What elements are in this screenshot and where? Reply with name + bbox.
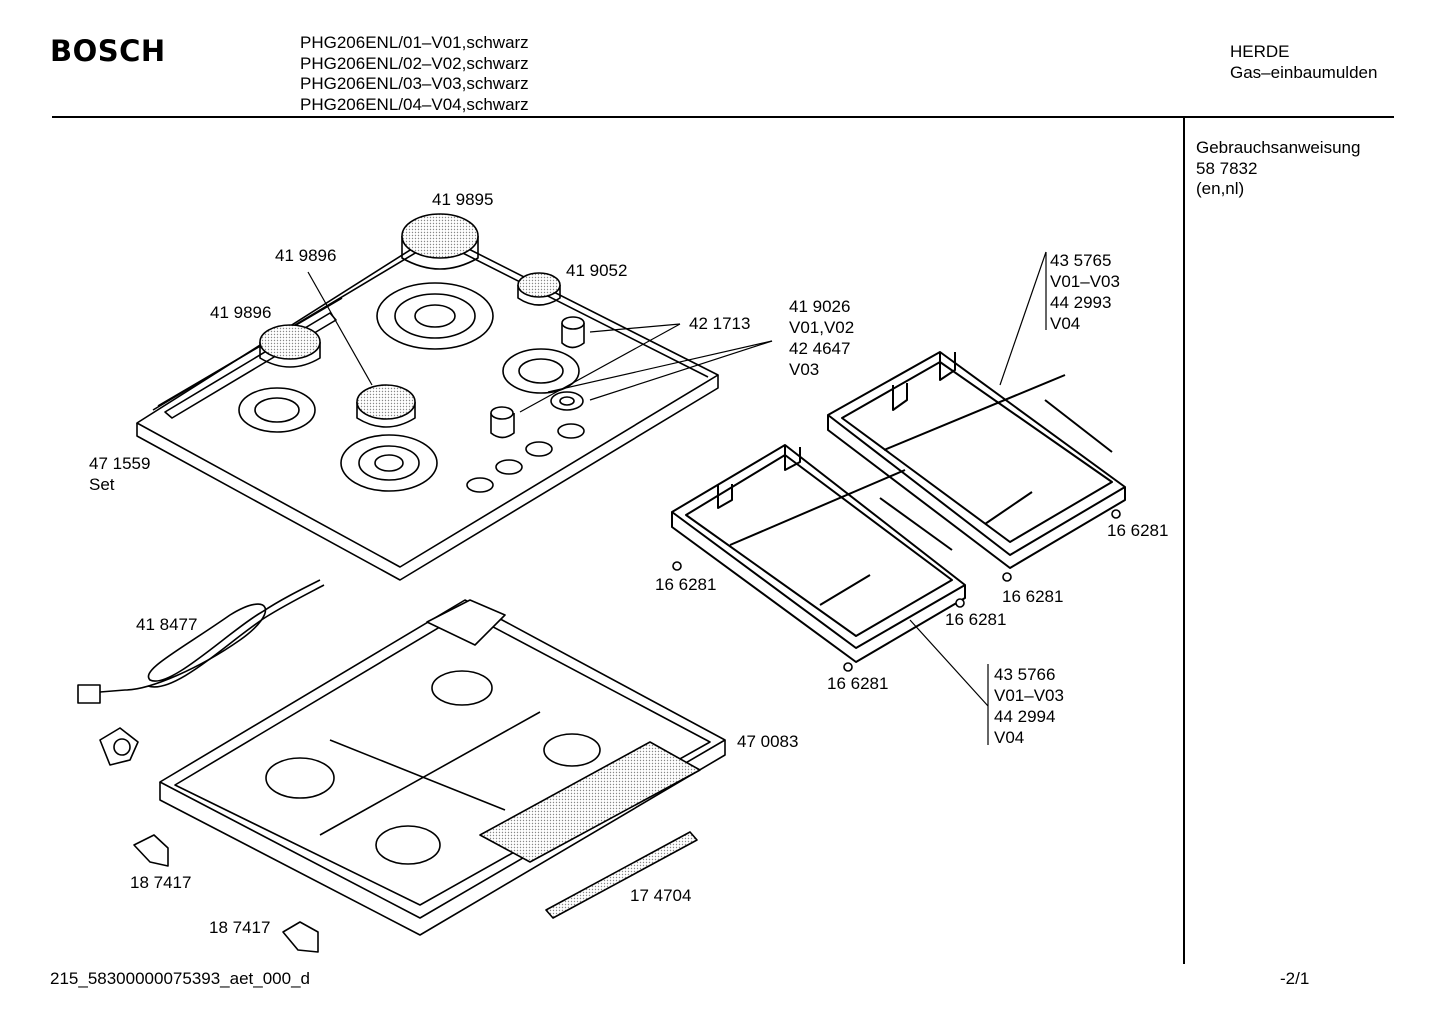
part-label: 41 9026 V01,V02 42 4647 V03: [789, 296, 854, 380]
base-tray: [159, 599, 726, 936]
part-number: 44 2994: [994, 707, 1056, 726]
pan-support-back: [827, 351, 1126, 569]
part-label: 16 6281: [827, 674, 889, 693]
burner-caps: [259, 213, 561, 428]
part-label: 41 8477: [136, 615, 198, 634]
manual-languages: (en,nl): [1196, 179, 1245, 198]
part-label: 16 6281: [1107, 521, 1169, 540]
part-label: 41 9052: [566, 261, 628, 280]
part-number: 47 1559: [89, 454, 151, 473]
category: HERDE: [1230, 42, 1290, 61]
part-label: 18 7417: [209, 918, 271, 937]
sidebar-divider: [1183, 116, 1185, 964]
model-line: PHG206ENL/01–V01,schwarz: [300, 33, 529, 52]
control-knobs: [490, 316, 585, 439]
page-number: -2/1: [1280, 969, 1310, 988]
header-divider: [52, 116, 1394, 118]
burner-rings: [238, 282, 585, 493]
model-line: PHG206ENL/02–V02,schwarz: [300, 53, 529, 73]
part-label: 16 6281: [945, 610, 1007, 629]
manual-title: Gebrauchsanweisung: [1196, 138, 1361, 157]
model-line: PHG206ENL/04–V04,schwarz: [300, 94, 529, 114]
part-number: 43 5766: [994, 665, 1056, 684]
category-block: HERDE Gas–einbaumulden: [1230, 42, 1377, 83]
part-number: 44 2993: [1050, 293, 1112, 312]
igniter: [99, 727, 139, 766]
pan-support-front: [671, 444, 966, 663]
variant: V04: [1050, 314, 1081, 333]
brand-logo: BOSCH: [50, 34, 166, 68]
variant: V01–V03: [1050, 272, 1120, 291]
variant: V03: [789, 360, 820, 379]
part-label: 41 9896: [210, 303, 272, 322]
part-label: 41 9896: [275, 246, 337, 265]
leader-lines-top: [307, 251, 1047, 745]
part-label: 42 1713: [689, 314, 751, 333]
part-label: 43 5766 V01–V03 44 2994 V04: [994, 664, 1064, 748]
part-label: 41 9895: [432, 190, 494, 209]
set-label: Set: [89, 475, 115, 494]
variant: V01,V02: [789, 318, 855, 337]
subcategory: Gas–einbaumulden: [1230, 62, 1378, 82]
part-label: 47 0083: [737, 732, 799, 751]
rubber-feet: [672, 509, 1121, 672]
part-label: 47 1559 Set: [89, 453, 150, 495]
part-number: 41 9026: [789, 297, 851, 316]
variant: V04: [994, 728, 1025, 747]
model-line: PHG206ENL/03–V03,schwarz: [300, 74, 529, 93]
clips: [133, 834, 319, 953]
part-label: 16 6281: [655, 575, 717, 594]
part-label: 17 4704: [630, 886, 692, 905]
manual-number: 58 7832: [1196, 158, 1258, 178]
seal-strip: [545, 831, 698, 919]
part-label: 18 7417: [130, 873, 192, 892]
manual-info: Gebrauchsanweisung 58 7832 (en,nl): [1196, 138, 1360, 200]
model-list: PHG206ENL/01–V01,schwarz PHG206ENL/02–V0…: [300, 33, 529, 115]
part-label: 16 6281: [1002, 587, 1064, 606]
part-number: 42 4647: [789, 339, 851, 358]
cooktop-plate: [136, 232, 719, 581]
part-label: 43 5765 V01–V03 44 2993 V04: [1050, 250, 1120, 334]
part-number: 43 5765: [1050, 251, 1112, 270]
document-code: 215_58300000075393_aet_000_d: [50, 969, 310, 988]
gas-cable: [77, 579, 325, 704]
variant: V01–V03: [994, 686, 1064, 705]
